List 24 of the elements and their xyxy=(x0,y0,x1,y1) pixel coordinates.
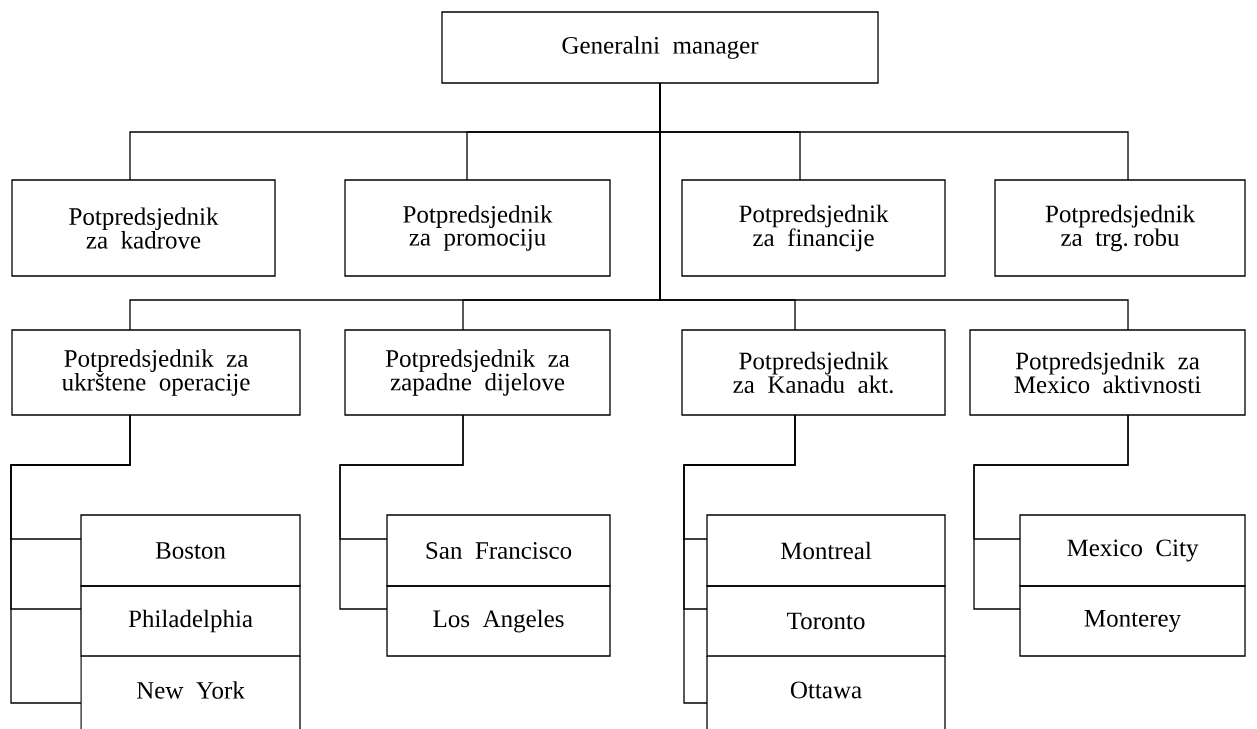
city-box: Ottawa xyxy=(706,655,946,729)
chart-box: Potpredsjednik za financije xyxy=(681,179,946,277)
city-box: Montreal xyxy=(706,514,946,587)
chart-box: Potpredsjednik za zapadne dijelove xyxy=(344,329,611,416)
city-box: Philadelphia xyxy=(80,585,301,657)
connector-line xyxy=(339,414,464,610)
city-box: Los Angeles xyxy=(386,585,611,657)
chart-box: Potpredsjednik za kadrove xyxy=(11,179,276,277)
chart-box: Potpredsjednik za trg. robu xyxy=(994,179,1246,277)
chart-box: Potpredsjednik za Mexico aktivnosti xyxy=(969,329,1246,416)
city-box: Toronto xyxy=(706,585,946,657)
city-box: Monterey xyxy=(1019,585,1246,657)
connector-line xyxy=(659,82,1129,331)
connector-line xyxy=(683,414,796,704)
city-box: New York xyxy=(80,655,301,729)
connector-line xyxy=(973,414,1129,610)
city-box: Mexico City xyxy=(1019,514,1246,587)
city-box: San Francisco xyxy=(386,514,611,587)
city-box: Boston xyxy=(80,514,301,587)
chart-box: Potpredsjednik za Kanadu akt. xyxy=(681,329,946,416)
chart-box: Generalni manager xyxy=(441,11,879,84)
chart-box: Potpredsjednik za promociju xyxy=(344,179,611,277)
connector-line xyxy=(10,414,131,704)
chart-box: Potpredsjednik za ukrštene operacije xyxy=(11,329,301,416)
